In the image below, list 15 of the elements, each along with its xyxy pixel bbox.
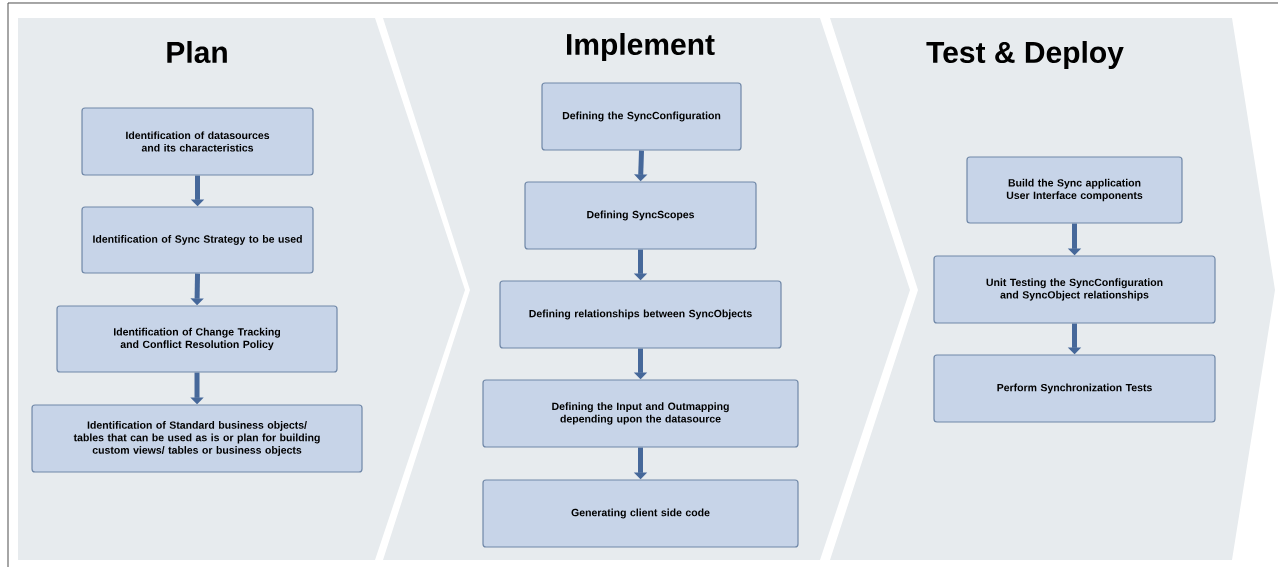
node-label: Plan: [167, 40, 227, 64]
process-box: Identification of Change Tracking and Conflict Resolution Policy: [56, 305, 338, 373]
node-label: Test & Deploy: [926, 41, 1124, 69]
process-box: Defining SyncScopes: [524, 181, 757, 250]
process-box: Perform Synchronization Tests: [933, 354, 1216, 423]
node-label: Implement: [567, 33, 715, 61]
process-box: Unit Testing the SyncConfiguration and SyncObject relationships: [933, 255, 1216, 324]
process-box: Identification of Sync Strategy to be used: [81, 206, 314, 274]
process-box: Identification of Standard business objects/ tables that can be used as is or plan for building custom views/ tables or business objects: [31, 404, 363, 473]
process-box: Build the Sync application User Interface components: [966, 156, 1183, 224]
process-box: Defining the Input and Outmapping depending upon the datasource: [482, 379, 799, 448]
process-box: Identification of datasources and its characteristics: [81, 107, 314, 176]
process-box: Defining the SyncConfiguration: [541, 82, 742, 151]
process-box: Defining relationships between SyncObjects: [499, 280, 782, 349]
process-box: Generating client side code: [482, 479, 799, 548]
